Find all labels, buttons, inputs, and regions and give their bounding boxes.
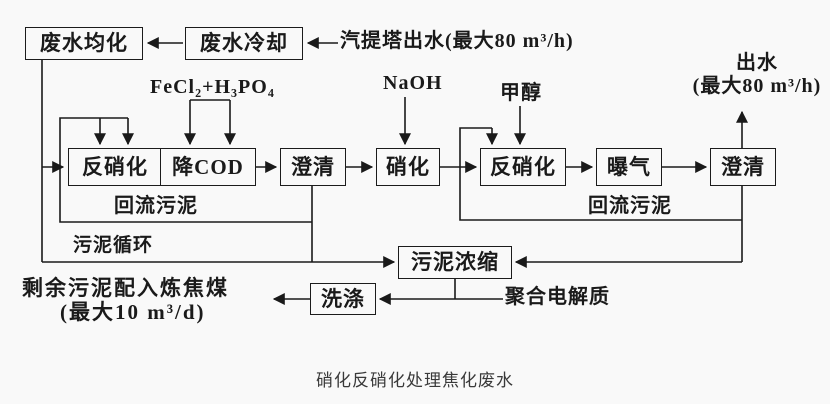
node-sludge-thickening: 污泥浓缩 — [398, 246, 512, 279]
effluent-line1: 出水 — [736, 52, 778, 74]
methanol-reagent-label: 甲醇 — [500, 82, 542, 104]
node-wastewater-homogenization: 废水均化 — [25, 27, 143, 60]
connector-lines — [41, 37, 748, 305]
node-cod-reduction: 降COD — [160, 148, 256, 186]
diagram-caption: 硝化反硝化处理焦化废水 — [316, 371, 514, 390]
influent-stream-label: 汽提塔出水(最大80 m³/h) — [340, 30, 574, 52]
node-denitrification-1: 反硝化 — [68, 148, 162, 186]
effluent-line2: (最大80 m³/h) — [692, 75, 822, 97]
node-clarification-2: 澄清 — [710, 148, 776, 186]
excess-sludge-label: 剩余污泥配入炼焦煤 (最大10 m³/d) — [22, 276, 229, 324]
effluent-stream-label: 出水 (最大80 m³/h) — [686, 52, 828, 98]
node-nitrification: 硝化 — [376, 148, 440, 186]
fecl2-h3po4-reagent-label: FeCl₂+H₃PO₄ — [150, 76, 275, 98]
naoh-reagent-label: NaOH — [383, 72, 443, 94]
excess-sludge-line1: 剩余污泥配入炼焦煤 — [22, 276, 229, 300]
return-sludge-label-2: 回流污泥 — [588, 195, 672, 217]
node-denitrification-2: 反硝化 — [480, 148, 566, 186]
return-sludge-label-1: 回流污泥 — [114, 195, 198, 217]
node-aeration: 曝气 — [596, 148, 662, 186]
polyelectrolyte-reagent-label: 聚合电解质 — [505, 286, 610, 308]
sludge-circulation-label: 污泥循环 — [73, 235, 154, 256]
node-washing: 洗涤 — [310, 283, 376, 315]
excess-sludge-line2: (最大10 m³/d) — [60, 300, 206, 325]
node-clarification-1: 澄清 — [280, 148, 346, 186]
node-wastewater-cooling: 废水冷却 — [185, 27, 303, 60]
